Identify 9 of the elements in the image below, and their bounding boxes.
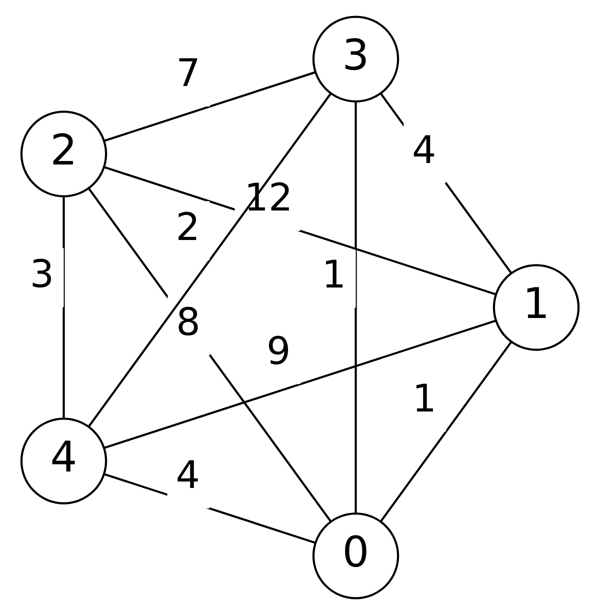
edge-label: 9 (266, 328, 291, 373)
edge-label: 1 (322, 252, 346, 296)
edge-label: 2 (176, 204, 200, 249)
edge-label: 4 (412, 128, 436, 172)
edge-label: 4 (176, 453, 200, 498)
edge-label: 3 (30, 252, 54, 296)
edge-label: 7 (176, 51, 200, 96)
edge-label: 1 (412, 376, 436, 420)
edge-label: 8 (176, 300, 200, 344)
